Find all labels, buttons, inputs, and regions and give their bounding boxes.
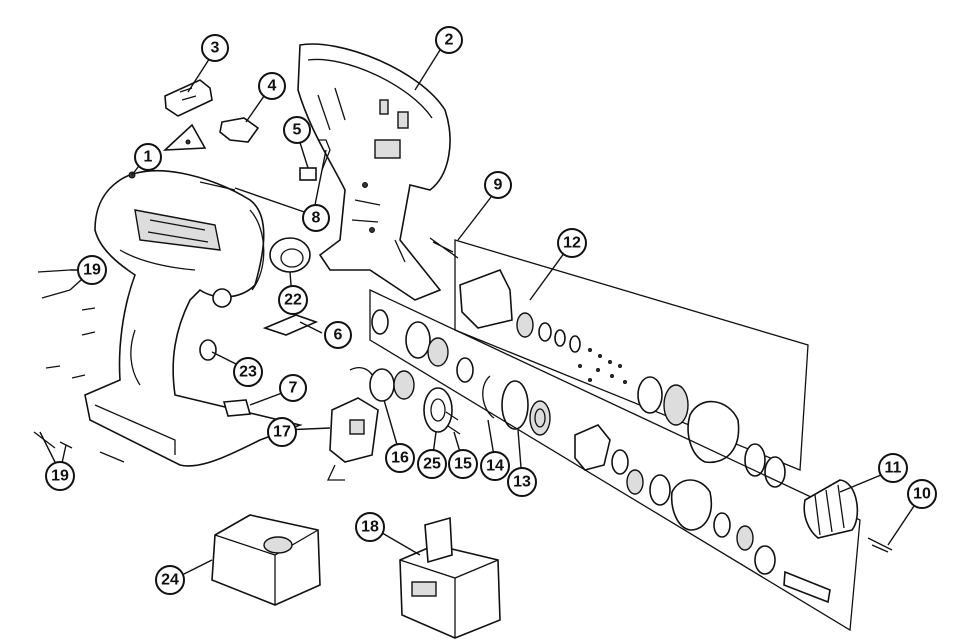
screw-part-10 [867,537,893,553]
callout-23: 23 [233,357,263,387]
callout-13: 13 [507,467,537,497]
svg-text:17: 17 [273,424,291,441]
cap-part-3 [164,79,213,117]
svg-text:19: 19 [51,468,69,485]
washer-part-23 [199,339,217,361]
callout-6: 6 [324,321,352,349]
chuck-part-11 [803,479,859,539]
svg-text:22: 22 [284,292,302,309]
callout-4: 4 [258,72,286,100]
svg-text:11: 11 [885,460,902,477]
label-plate-dots [185,139,191,145]
svg-text:16: 16 [391,450,409,467]
callout-18: 18 [355,512,385,542]
svg-text:24: 24 [161,572,179,589]
svg-text:8: 8 [312,210,321,227]
svg-text:6: 6 [334,327,343,344]
svg-text:3: 3 [211,40,220,57]
battery-cover-part-24 [211,514,321,606]
nameplate-part-7 [222,399,252,417]
callout-7: 7 [279,374,307,402]
svg-text:12: 12 [563,235,581,252]
callout-19-bottom: 19 [45,461,75,491]
pin-part-8 [199,181,236,191]
callout-12: 12 [557,228,587,258]
housing-left-part [84,169,303,467]
label-plate [162,123,207,151]
svg-text:1: 1 [144,149,153,166]
svg-text:14: 14 [486,458,504,475]
ring-parts-13-14 [482,375,551,436]
callout-3: 3 [201,34,229,62]
callout-5: 5 [283,116,311,144]
svg-text:18: 18 [361,519,379,536]
clip-part-4 [219,117,260,143]
callout-14: 14 [480,451,510,481]
callout-22: 22 [278,285,308,315]
callout-1: 1 [134,143,162,171]
gearbox-group-part-12 [454,239,809,488]
svg-text:10: 10 [913,486,931,503]
callout-17: 17 [267,417,297,447]
callout-2: 2 [435,26,463,54]
housing-right-part [297,43,451,301]
svg-text:9: 9 [494,177,503,194]
callout-19-top: 19 [77,255,107,285]
callout-8: 8 [302,204,330,232]
callout-16: 16 [385,443,415,473]
svg-text:25: 25 [423,456,441,473]
svg-text:13: 13 [513,474,531,491]
screws-part-19 [33,269,125,463]
callout-25: 25 [417,449,447,479]
lower-gear-group [369,288,861,632]
cover-plate-part-6 [262,314,319,336]
svg-text:19: 19 [83,262,101,279]
svg-text:7: 7 [289,380,298,397]
svg-text:23: 23 [239,364,257,381]
switch-module-part-17 [326,367,379,481]
svg-text:2: 2 [445,32,454,49]
motor-group [369,368,461,435]
svg-text:4: 4 [268,78,277,95]
callout-10: 10 [907,479,937,509]
clip-ring-part-22 [269,237,311,273]
callout-9: 9 [484,171,512,199]
callout-15: 15 [448,449,478,479]
svg-text:5: 5 [293,122,302,139]
callout-24: 24 [155,565,185,595]
callout-11: 11 [878,453,908,483]
svg-text:15: 15 [454,456,472,473]
battery-pack-part-18 [399,516,501,639]
screw-part-9 [429,237,459,259]
